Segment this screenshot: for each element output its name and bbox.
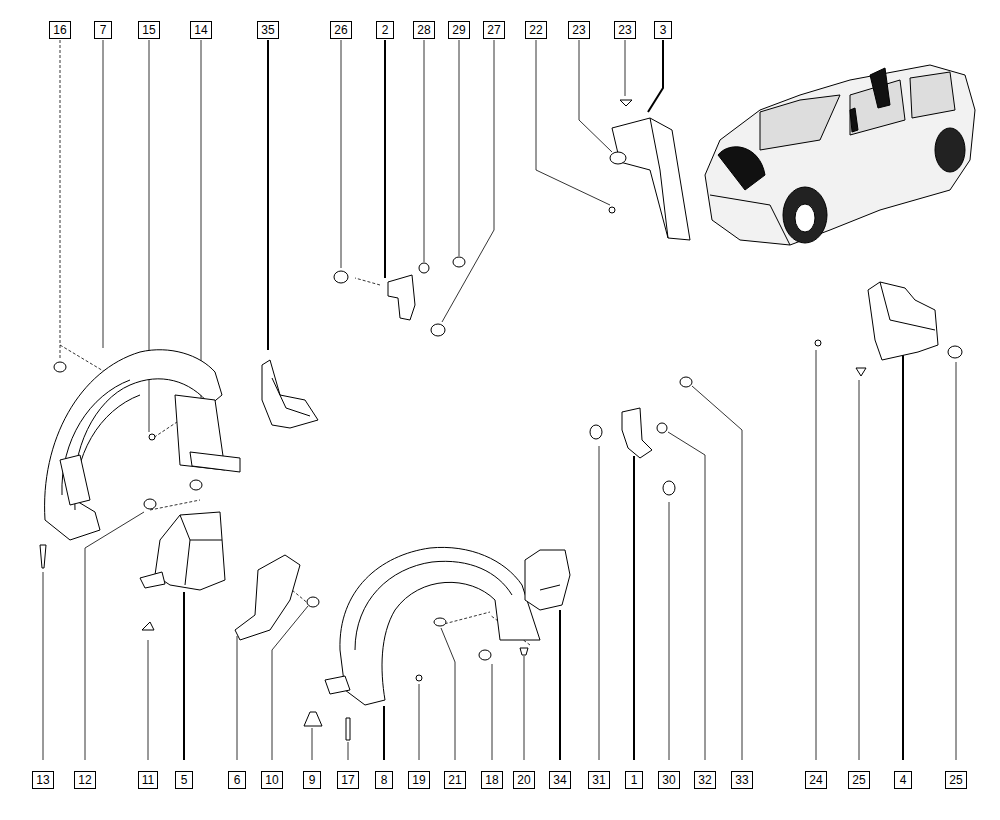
callout-number: 9 <box>303 771 321 789</box>
callout-number: 19 <box>408 771 429 789</box>
callout-number: 27 <box>483 21 504 39</box>
callout-number: 29 <box>448 21 469 39</box>
callout-number: 31 <box>588 771 609 789</box>
callout-number: 23 <box>568 21 589 39</box>
callout-number: 15 <box>138 21 159 39</box>
callout-number: 11 <box>138 771 158 789</box>
callout-number: 35 <box>257 21 278 39</box>
callout-number: 30 <box>658 771 679 789</box>
callout-number: 26 <box>330 21 351 39</box>
callout-number: 5 <box>175 771 193 789</box>
callout-number: 28 <box>413 21 434 39</box>
callout-number: 23 <box>614 21 635 39</box>
vehicle-overview <box>705 65 975 245</box>
callout-number: 34 <box>549 771 570 789</box>
callout-number: 14 <box>190 21 211 39</box>
callout-number: 32 <box>694 771 715 789</box>
callout-number: 12 <box>74 771 95 789</box>
callout-number: 4 <box>894 771 912 789</box>
callout-number: 13 <box>32 771 53 789</box>
callout-number: 1 <box>625 771 643 789</box>
callout-number: 25 <box>945 771 966 789</box>
callout-number: 17 <box>337 771 358 789</box>
callout-number: 3 <box>654 21 672 39</box>
callout-number: 2 <box>376 21 394 39</box>
callout-number: 20 <box>513 771 534 789</box>
callout-number: 6 <box>228 771 246 789</box>
callout-number: 21 <box>444 771 465 789</box>
callout-number: 25 <box>848 771 869 789</box>
callout-number: 22 <box>525 21 546 39</box>
callout-number: 33 <box>731 771 752 789</box>
callout-number: 16 <box>49 21 70 39</box>
callout-number: 8 <box>375 771 393 789</box>
callout-number: 10 <box>261 771 282 789</box>
callout-number: 18 <box>481 771 502 789</box>
callout-number: 24 <box>805 771 826 789</box>
callout-number: 7 <box>94 21 112 39</box>
